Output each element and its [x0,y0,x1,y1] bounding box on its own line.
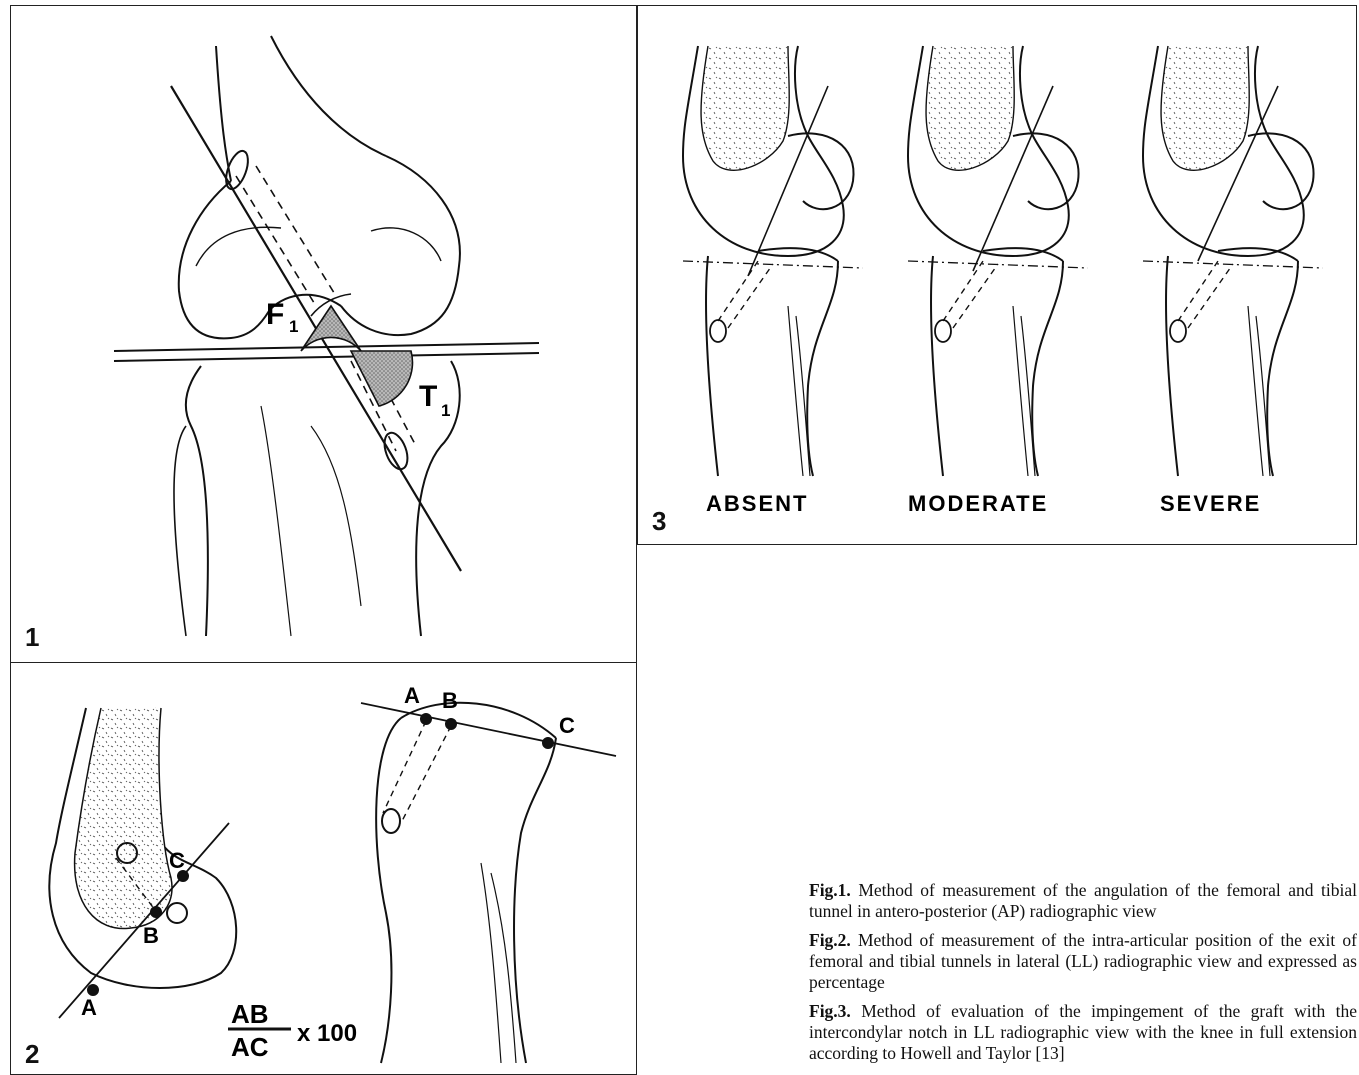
femur-outline-right [271,36,386,156]
category-absent: ABSENT [706,491,808,516]
point-b [151,907,161,917]
label-t1: T [419,380,437,413]
knee-severe [1143,46,1323,476]
caption-fig-1: Fig.1. Method of measurement of the angu… [809,880,1357,922]
tibial-tunnel-hole [382,809,400,833]
knee-ap-drawing: F 1 T 1 [11,6,637,664]
tibial-joint-line [114,353,539,361]
svg-text:1: 1 [289,317,298,336]
tibia-left-outline [186,366,208,636]
tibia-lateral-left [376,718,401,1063]
figure-1-number: 1 [25,622,39,653]
figure-1-panel: F 1 T 1 1 [10,5,637,664]
impingement-drawings: ABSENT MODERATE SEVERE [638,6,1357,545]
formula-denominator: AC [231,1032,269,1062]
femoral-tunnel-edge [236,176,316,306]
medial-condyle [179,181,269,338]
caption-fig-2: Fig.2. Method of measurement of the intr… [809,930,1357,993]
figure-2-number: 2 [25,1039,39,1070]
point-a [88,985,98,995]
label-f1: F [266,298,284,331]
femoral-angle-shade [301,306,361,351]
tibia-point-c [543,738,553,748]
femur-cancellous [75,708,172,929]
figure-3-panel: ABSENT MODERATE SEVERE 3 [637,5,1357,545]
category-moderate: MODERATE [908,491,1048,516]
tibial-plateau-line [361,703,616,756]
figure-captions: Fig.1. Method of measurement of the angu… [809,880,1357,1072]
tibia-lateral-right [514,738,556,1063]
label-b: B [143,923,159,948]
fibula [174,426,186,636]
lateral-condyle [341,156,460,335]
knee-absent [683,46,863,476]
femur-outline-left [216,46,231,181]
category-severe: SEVERE [1160,491,1261,516]
label-c: C [169,848,185,873]
label-a: A [81,995,97,1020]
tibia-label-c: C [559,713,575,738]
formula-multiplier: x 100 [297,1020,357,1047]
tibia-label-b: B [442,688,458,713]
lateral-knee-drawing: A B C A B C AB AC x 100 [11,663,637,1075]
figure-3-number: 3 [652,506,666,537]
knee-moderate [908,46,1088,476]
tibia-label-a: A [404,683,420,708]
caption-fig-3: Fig.3. Method of evaluation of the impin… [809,1001,1357,1064]
svg-text:1: 1 [441,401,450,420]
figure-2-panel: A B C A B C AB AC x 100 2 [10,662,637,1075]
formula-numerator: AB [231,999,269,1029]
